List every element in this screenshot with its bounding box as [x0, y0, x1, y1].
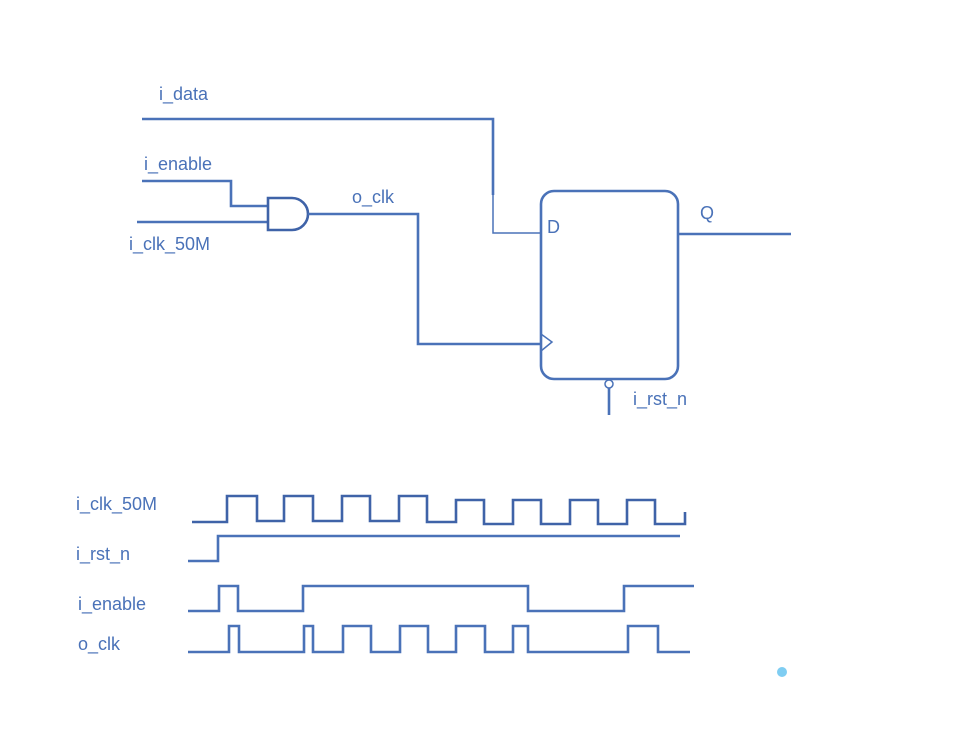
label-d-pin: D [547, 217, 560, 237]
wire-i-data [142, 117, 495, 195]
wave-o-clk [188, 624, 690, 654]
wave-i-rst-n [188, 534, 680, 563]
wire-i-data-to-d [492, 195, 541, 234]
reset-bubble [604, 379, 614, 389]
timing-label-i-rst-n: i_rst_n [76, 544, 131, 564]
label-i-rst-n: i_rst_n [633, 389, 688, 409]
wire-i-enable [142, 179, 268, 208]
d-flipflop [539, 189, 680, 381]
wave-i-enable [188, 584, 694, 613]
label-i-enable: i_enable [144, 154, 213, 174]
clock-triangle-icon [540, 333, 554, 352]
wire-o-clk [308, 212, 541, 346]
label-q-pin: Q [700, 203, 715, 223]
timing-label-i-enable: i_enable [78, 594, 147, 614]
wave-i-clk-50m [192, 494, 687, 526]
label-o-clk: o_clk [352, 187, 395, 207]
and-gate [266, 196, 310, 232]
label-i-clk-50m: i_clk_50M [129, 234, 211, 254]
label-i-data: i_data [159, 84, 209, 104]
decorative-dot [777, 667, 787, 677]
timing-label-o-clk: o_clk [78, 634, 121, 654]
timing-label-i-clk-50m: i_clk_50M [76, 494, 158, 514]
